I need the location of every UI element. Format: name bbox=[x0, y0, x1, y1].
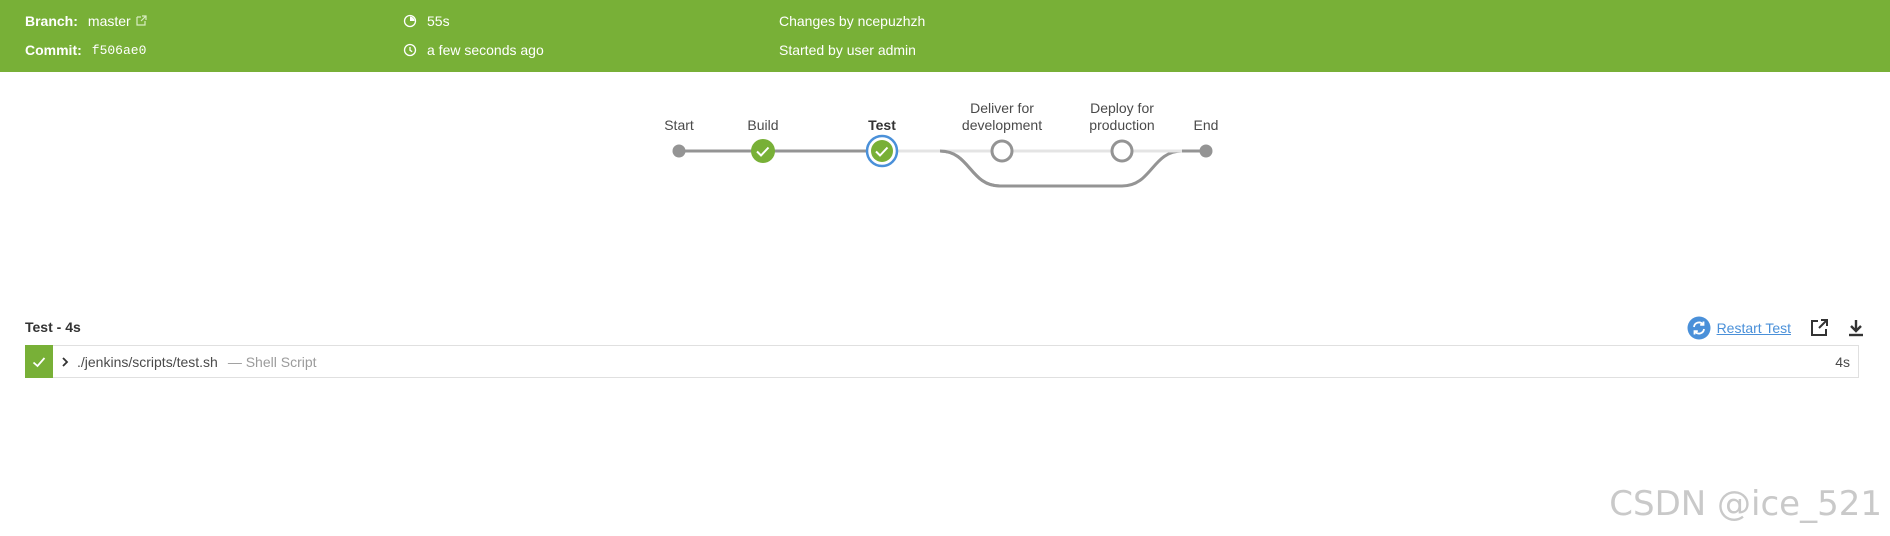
step-type: — Shell Script bbox=[227, 353, 317, 370]
stage-label-deploy-line1: Deploy for bbox=[1090, 100, 1154, 116]
pipeline-connectors bbox=[679, 149, 1205, 188]
run-summary-header: Branch: master Commit: f506ae0 55s a few… bbox=[0, 0, 1890, 72]
time-ago: a few seconds ago bbox=[427, 42, 544, 58]
stage-label-deliver: Deliver for development bbox=[962, 100, 1042, 134]
pipeline-graph: Start Build Test Deliver for development… bbox=[0, 72, 1890, 252]
step-title: Test - 4s bbox=[25, 319, 81, 335]
branch-info: Branch: master bbox=[25, 13, 147, 29]
duration-value: 55s bbox=[427, 13, 450, 29]
stage-label-deliver-line2: development bbox=[961, 117, 1043, 133]
step-duration: 4s bbox=[1835, 353, 1850, 370]
open-external-icon[interactable] bbox=[1809, 318, 1829, 338]
time-info: a few seconds ago bbox=[403, 42, 544, 58]
restart-icon[interactable] bbox=[1687, 316, 1711, 340]
stage-label-build: Build bbox=[747, 117, 779, 133]
stage-label-test: Test bbox=[868, 117, 896, 133]
step-status-success bbox=[25, 345, 53, 378]
duration-info: 55s bbox=[403, 13, 450, 29]
download-icon[interactable] bbox=[1847, 318, 1865, 338]
restart-test-link[interactable]: Restart Test bbox=[1716, 320, 1791, 336]
external-link-icon[interactable] bbox=[136, 13, 147, 29]
stage-label-deploy: Deploy for production bbox=[1089, 100, 1154, 134]
commit-label: Commit: bbox=[25, 42, 82, 58]
step-actions: Restart Test bbox=[1687, 316, 1865, 340]
started-by-text: Started by user admin bbox=[779, 42, 916, 58]
clock-icon bbox=[403, 43, 417, 57]
commit-value[interactable]: f506ae0 bbox=[91, 42, 147, 58]
step-command: ./jenkins/scripts/test.sh bbox=[77, 353, 218, 370]
branch-value[interactable]: master bbox=[87, 13, 131, 29]
chevron-right-icon[interactable] bbox=[61, 356, 69, 368]
duration-icon bbox=[403, 14, 417, 28]
stage-label-deliver-line1: Deliver for bbox=[970, 100, 1034, 116]
commit-info: Commit: f506ae0 bbox=[25, 42, 146, 58]
stage-label-deploy-line2: production bbox=[1089, 117, 1155, 133]
stage-label-start: Start bbox=[664, 117, 694, 133]
step-row[interactable]: ./jenkins/scripts/test.sh — Shell Script… bbox=[25, 345, 1859, 378]
stage-label-end: End bbox=[1193, 117, 1219, 133]
check-icon bbox=[32, 356, 46, 367]
branch-label: Branch: bbox=[25, 13, 78, 29]
changes-text: Changes by ncepuzhzh bbox=[779, 13, 926, 29]
watermark: CSDN @ice_521 bbox=[1609, 484, 1882, 524]
